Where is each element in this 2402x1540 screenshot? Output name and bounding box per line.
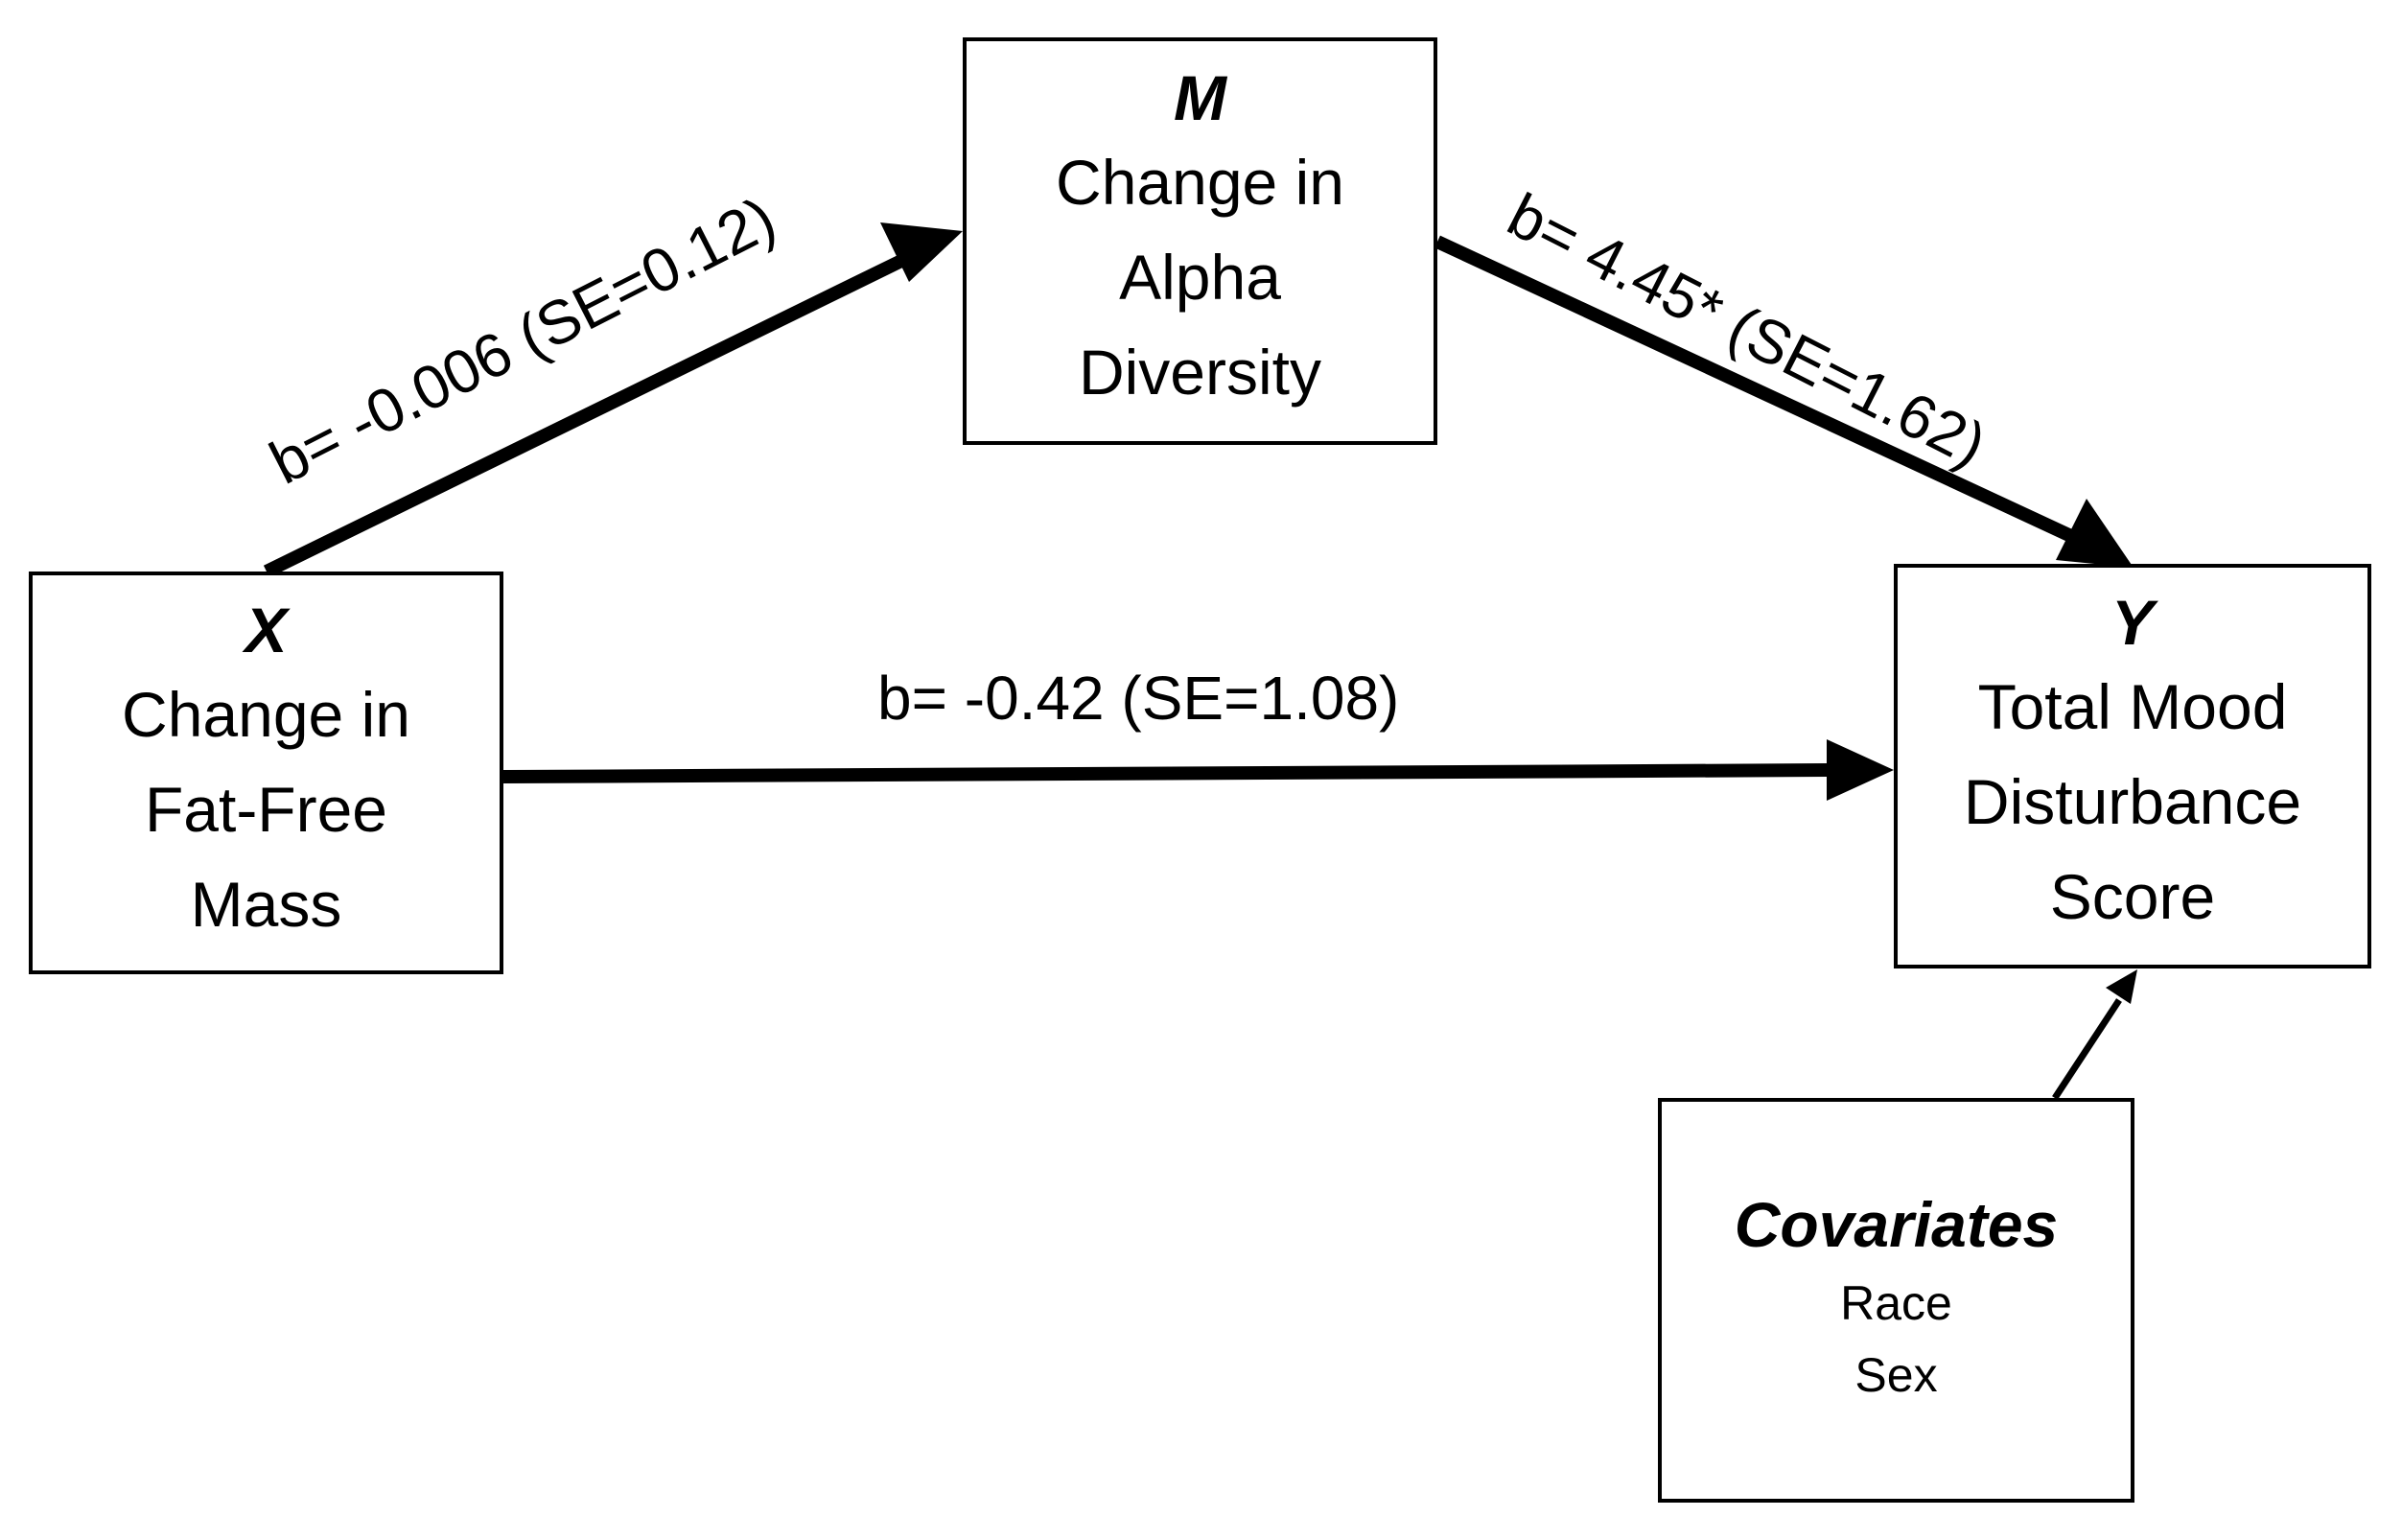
outcome-box: Y Total Mood Disturbance Score bbox=[1894, 564, 2371, 968]
mediator-variable: M bbox=[1174, 62, 1226, 134]
covariate-race: Race bbox=[1840, 1275, 1952, 1330]
mediator-box: M Change in Alpha Diversity bbox=[963, 37, 1437, 445]
covariates-box: Covariates Race Sex bbox=[1658, 1098, 2134, 1503]
arrow-x-to-m bbox=[263, 254, 905, 578]
mediator-line-3: Diversity bbox=[1078, 336, 1321, 408]
predictor-variable: X bbox=[245, 595, 288, 665]
arrowhead-m-to-y bbox=[2056, 499, 2134, 568]
mediator-line-1: Change in bbox=[1056, 146, 1344, 218]
predictor-box: X Change in Fat-Free Mass bbox=[29, 572, 503, 974]
outcome-variable: Y bbox=[2110, 587, 2155, 658]
arrow-covariates-to-y bbox=[2052, 998, 2122, 1100]
predictor-line-2: Fat-Free bbox=[144, 773, 388, 845]
outcome-line-2: Disturbance bbox=[1963, 765, 2302, 837]
arrowhead-x-to-m bbox=[880, 222, 963, 282]
mediator-line-2: Alpha bbox=[1119, 241, 1281, 313]
covariate-sex: Sex bbox=[1854, 1347, 1938, 1402]
c-path-label: b= -0.42 (SE=1.08) bbox=[877, 664, 1400, 733]
outcome-line-3: Score bbox=[2049, 860, 2216, 932]
arrow-m-to-y bbox=[1434, 235, 2076, 544]
arrowhead-x-to-y bbox=[1827, 739, 1894, 801]
arrowhead-covariates-to-y bbox=[2106, 969, 2137, 1004]
predictor-line-3: Mass bbox=[190, 868, 342, 940]
predictor-line-1: Change in bbox=[122, 678, 410, 750]
arrow-x-to-y bbox=[502, 763, 1837, 783]
covariates-title: Covariates bbox=[1734, 1189, 2059, 1261]
outcome-line-1: Total Mood bbox=[1977, 670, 2288, 742]
